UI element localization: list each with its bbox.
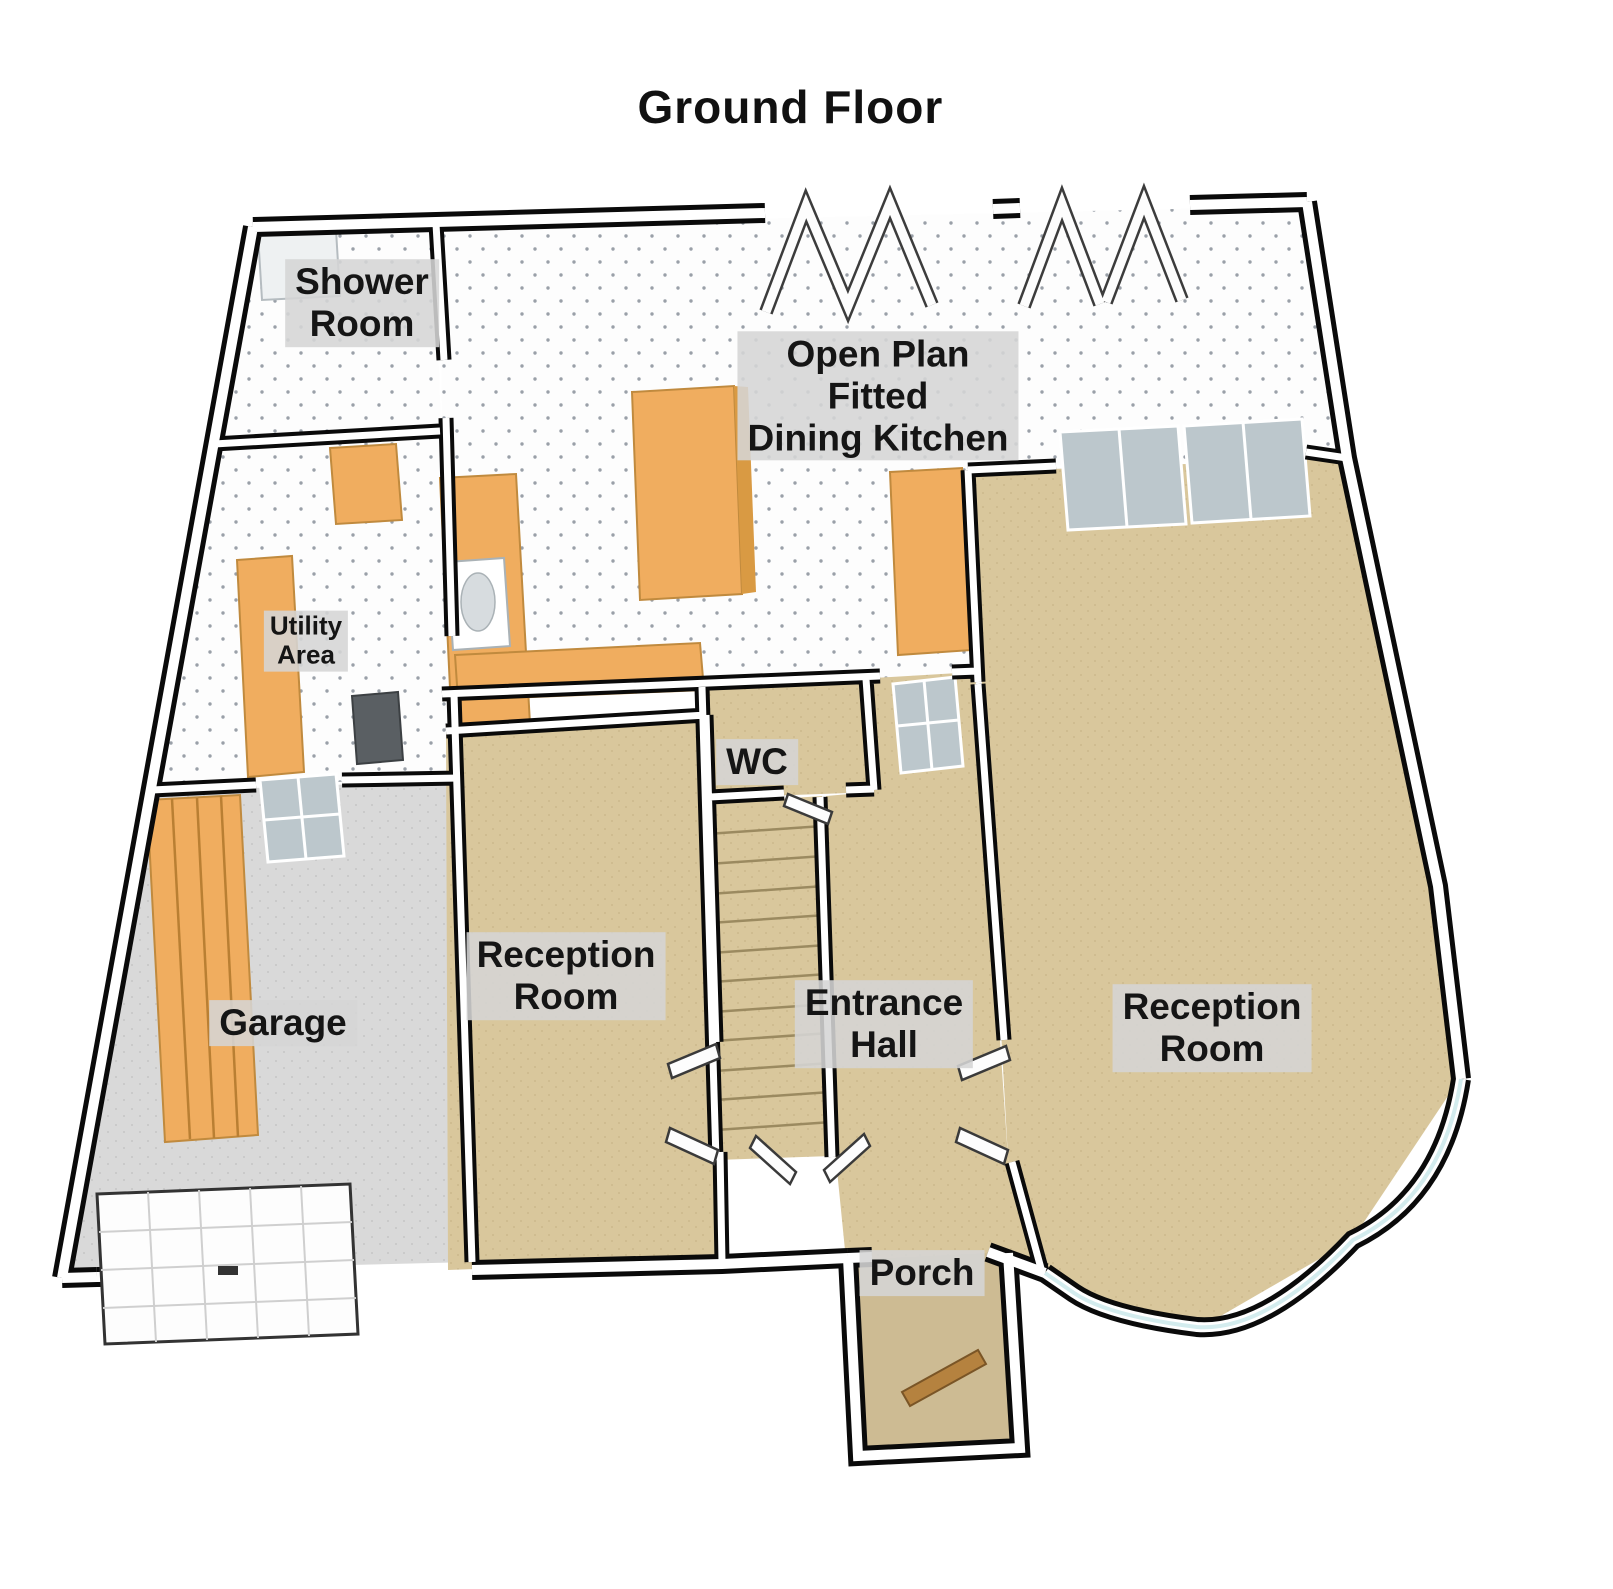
reception-room-right-floor	[975, 458, 1460, 1328]
hall-french-door-leaf-2	[822, 1131, 872, 1185]
garage-door	[95, 1182, 360, 1346]
wc-door-leaf	[782, 792, 834, 826]
label-utility-area: Utility Area	[263, 610, 349, 672]
label-wc: WC	[716, 739, 798, 785]
internal-wall-tops	[151, 223, 1348, 1273]
label-reception-room-left: Reception Room	[466, 932, 666, 1020]
label-open-plan-kitchen: Open Plan Fitted Dining Kitchen	[737, 331, 1019, 461]
page-title: Ground Floor	[637, 81, 944, 133]
porch-front-door	[900, 1348, 988, 1408]
bifold-doors-left	[759, 184, 939, 325]
glazed-door-kitchen-hall	[891, 675, 965, 775]
label-reception-room-right: Reception Room	[1112, 984, 1312, 1072]
doors	[95, 182, 1189, 1408]
hall-french-door-leaf-1	[748, 1133, 798, 1187]
reception-left-door-leaf-2	[664, 1126, 720, 1166]
bay-window-glass	[1043, 1078, 1463, 1330]
label-entrance-hall: Entrance Hall	[794, 980, 974, 1068]
garage-door-handle	[218, 1266, 238, 1275]
label-garage: Garage	[209, 1000, 357, 1046]
washing-machine	[350, 690, 405, 766]
garage-shelving	[145, 793, 260, 1144]
hall-reception-door-leaf-2	[954, 1126, 1010, 1166]
label-shower-room: Shower Room	[285, 259, 439, 347]
entrance-hall-floor	[826, 672, 1040, 1270]
glass-doors-kitchen-reception	[1058, 417, 1312, 532]
glazed-door-utility-garage	[258, 772, 346, 864]
porch-floor	[850, 1252, 1020, 1454]
kitchen-counter-right	[888, 466, 974, 657]
label-porch: Porch	[859, 1250, 985, 1296]
hall-reception-door-leaf-1	[956, 1044, 1012, 1082]
reception-left-door-leaf-1	[666, 1042, 722, 1080]
bifold-doors-right	[1017, 182, 1189, 309]
